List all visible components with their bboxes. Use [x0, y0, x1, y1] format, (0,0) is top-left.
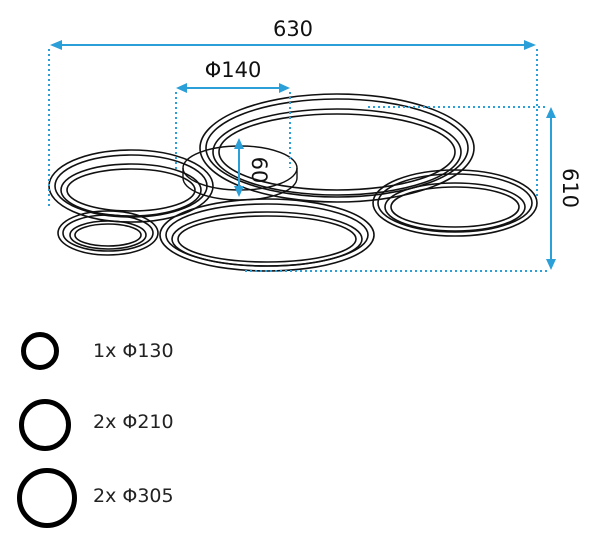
width-arrow-right: [524, 40, 536, 50]
lamp-technical-drawing: 630 Φ140 60 610: [48, 17, 582, 272]
lamp-rings: [48, 93, 538, 272]
ring-diameter-label: Φ140: [205, 58, 262, 82]
legend-item-large: 2x Φ305: [0, 460, 600, 528]
legend-label-large: 2x Φ305: [93, 485, 174, 507]
dimension-lines: [48, 40, 556, 272]
legend-label-medium: 2x Φ210: [93, 411, 174, 433]
ring-icon-small: [21, 332, 59, 370]
width-arrow-left: [50, 40, 62, 50]
legend-item-small: 1x Φ130: [0, 320, 600, 380]
ring-right: [372, 169, 538, 237]
overall-width-label: 630: [273, 17, 313, 41]
ring-front: [159, 198, 375, 272]
ring-small: [57, 210, 159, 256]
ring-top: [199, 93, 475, 203]
legend-label-small: 1x Φ130: [93, 340, 174, 362]
ring-icon-medium: [19, 399, 71, 451]
overall-length-label: 610: [558, 168, 582, 208]
ring-icon-large: [17, 468, 77, 528]
depth-label: 60: [247, 157, 271, 184]
legend-item-medium: 2x Φ210: [0, 390, 600, 451]
